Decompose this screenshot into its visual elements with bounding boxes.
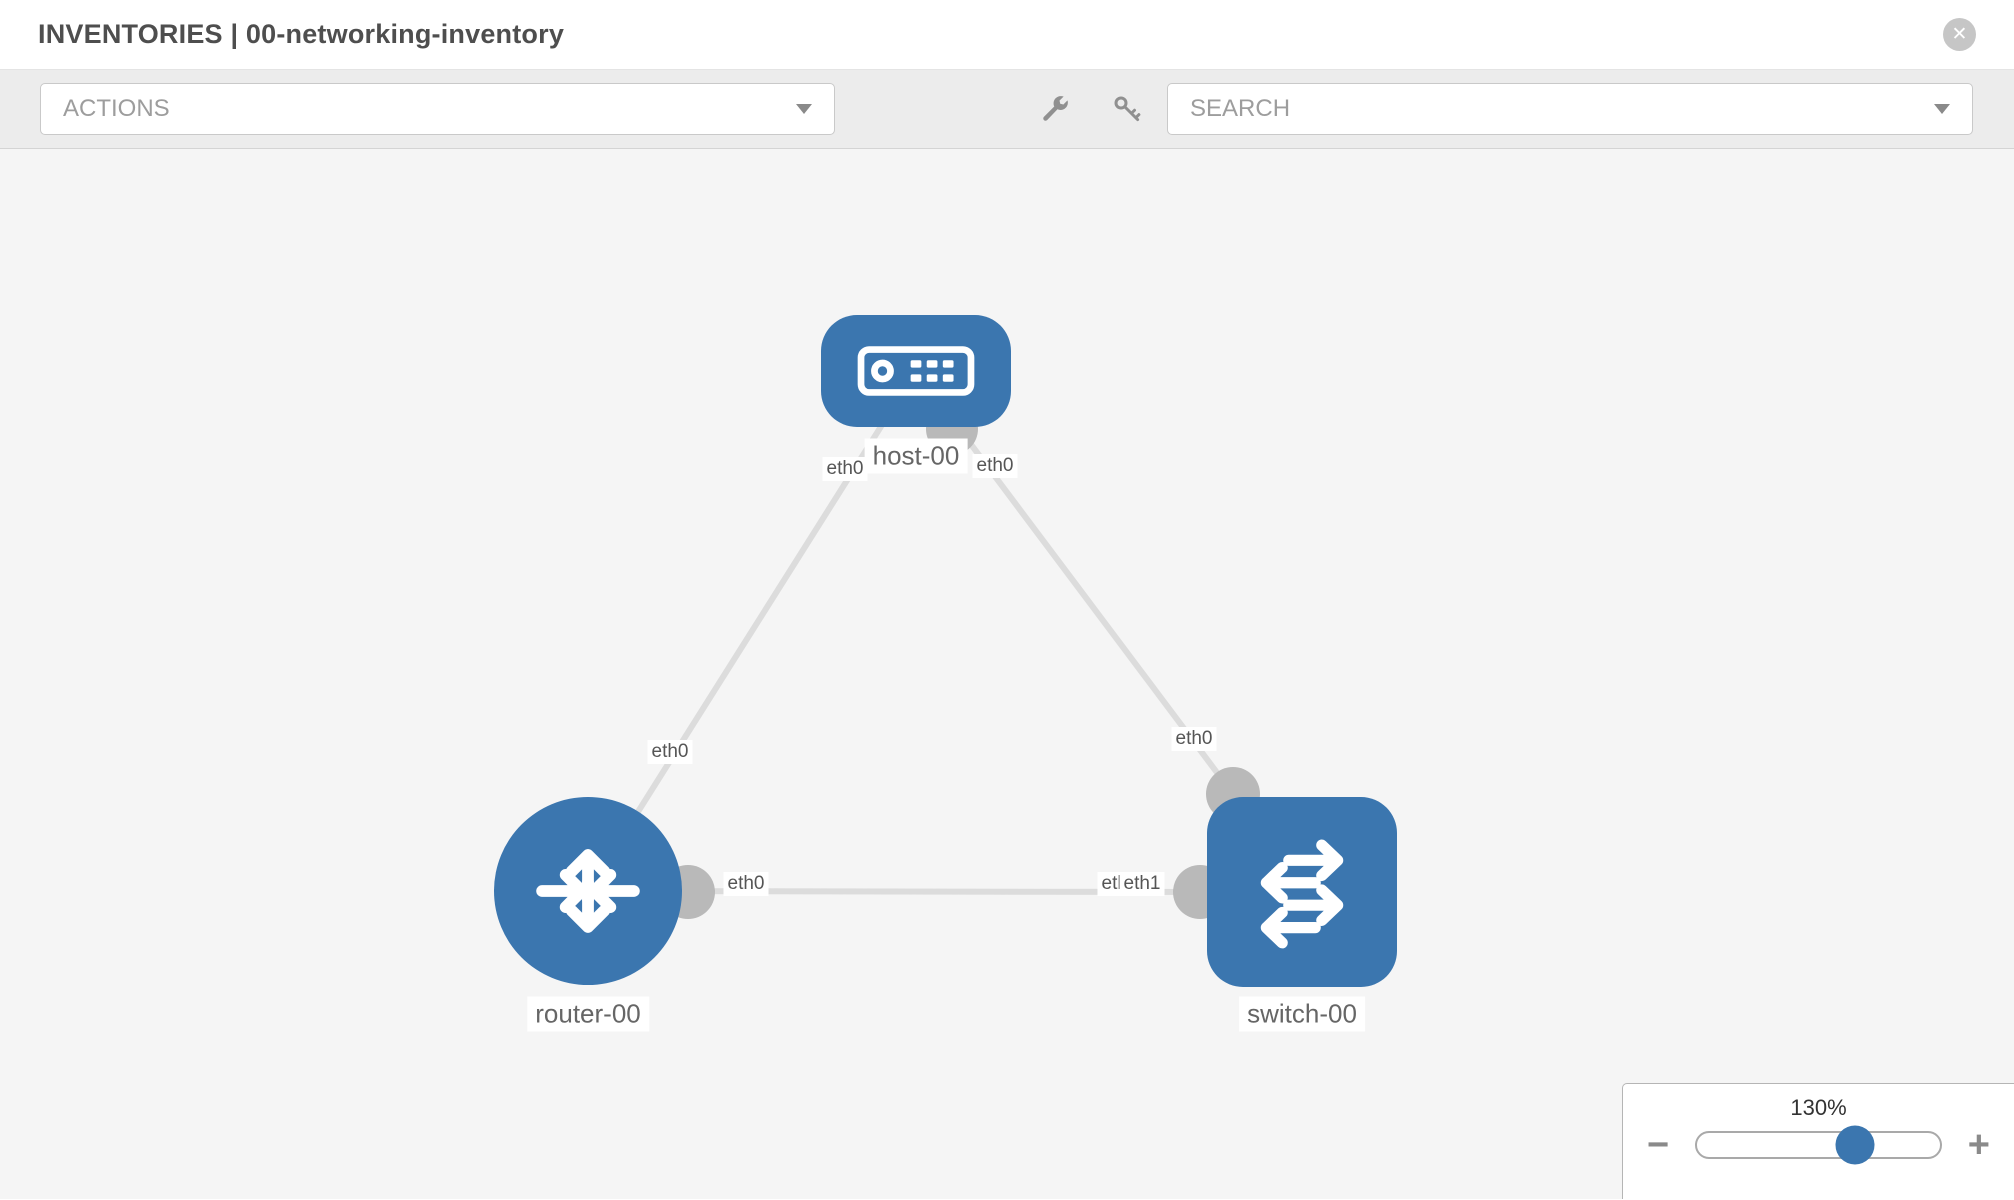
zoom-in-button[interactable]: +	[1967, 1124, 1990, 1166]
switch-icon	[1260, 839, 1344, 949]
page-title: INVENTORIES | 00-networking-inventory	[38, 19, 565, 49]
zoom-panel: 130% − +	[1622, 1083, 2014, 1199]
zoom-out-button[interactable]: −	[1647, 1124, 1670, 1166]
zoom-slider-track[interactable]	[1695, 1125, 1942, 1165]
if-label-router-eth0-uplink: eth0	[647, 740, 693, 764]
chevron-down-icon	[796, 104, 812, 114]
window-header: INVENTORIES | 00-networking-inventory ✕	[0, 0, 2014, 70]
host-icon	[857, 346, 975, 396]
node-switch[interactable]	[1207, 797, 1397, 987]
node-host[interactable]	[821, 315, 1011, 427]
if-label-host-eth0-left: eth0	[822, 457, 868, 481]
node-label-host: host-00	[864, 438, 968, 474]
node-router[interactable]	[494, 797, 682, 985]
actions-dropdown-value: ACTIONS	[63, 95, 170, 122]
close-glyph: ✕	[1951, 24, 1968, 45]
if-label-host-eth0-right: eth0	[972, 454, 1018, 478]
zoom-slider-handle[interactable]	[1835, 1125, 1875, 1165]
toolbar: ACTIONS SEARCH	[0, 70, 2014, 149]
topology-canvas[interactable]: host-00 router-00 switch-00 eth0 eth0 et…	[0, 149, 2014, 1199]
chevron-down-icon	[1934, 104, 1950, 114]
router-icon	[536, 849, 640, 933]
actions-dropdown[interactable]: ACTIONS	[40, 83, 835, 135]
links-layer	[585, 369, 1260, 919]
node-label-switch: switch-00	[1239, 996, 1365, 1032]
if-label-switch-eth1: eth1	[1119, 872, 1165, 896]
if-label-router-eth0: eth0	[723, 872, 769, 896]
if-label-switch-eth0-uplink: eth0	[1171, 727, 1217, 751]
search-placeholder: SEARCH	[1190, 95, 1291, 122]
node-label-router: router-00	[527, 996, 649, 1032]
key-icon[interactable]	[1112, 94, 1142, 124]
zoom-row: − +	[1623, 1124, 2014, 1166]
zoom-level: 130%	[1790, 1095, 1847, 1120]
toolbar-tools	[1040, 94, 1142, 124]
close-icon[interactable]: ✕	[1943, 18, 1976, 51]
search-dropdown[interactable]: SEARCH	[1167, 83, 1973, 135]
wrench-icon[interactable]	[1040, 94, 1070, 124]
